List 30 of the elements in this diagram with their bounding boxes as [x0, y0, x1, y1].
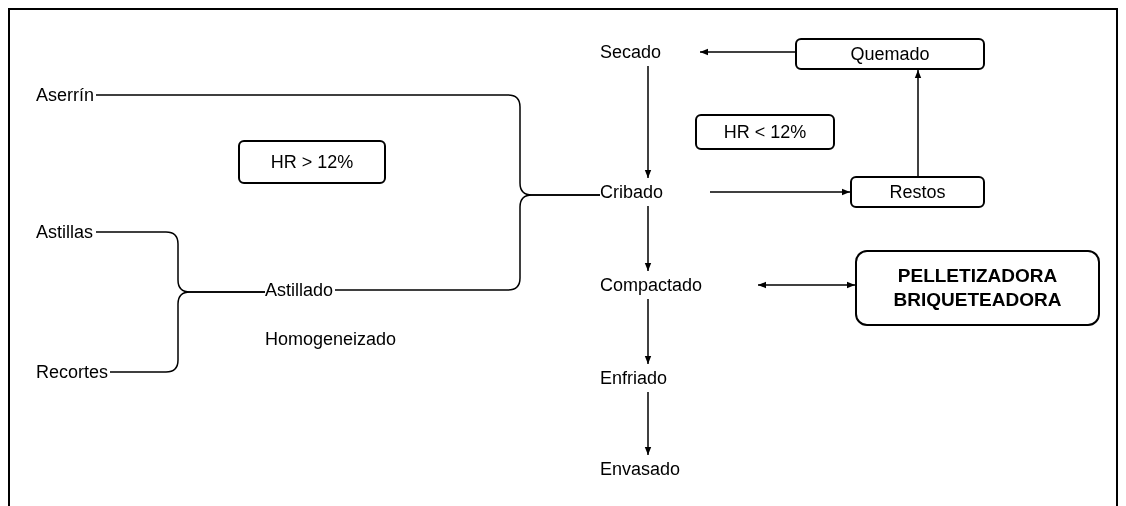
arrow: [709, 188, 851, 196]
step-label: Envasado: [600, 457, 681, 481]
step-label: Compactado: [600, 273, 703, 297]
step-label: Secado: [600, 40, 662, 64]
box-text: PELLETIZADORA BRIQUETEADORA: [892, 264, 1063, 312]
process-box: [695, 114, 835, 150]
process-box: [795, 38, 985, 70]
box-text: HR < 12%: [723, 120, 807, 144]
arrow: [699, 48, 796, 56]
arrow: [644, 205, 652, 272]
step-label: Astillas: [36, 220, 93, 244]
step-label: Recortes: [36, 360, 109, 384]
process-box: [850, 176, 985, 208]
box-text: Restos: [889, 180, 946, 204]
brace-connector: [334, 194, 601, 291]
arrow: [644, 391, 652, 456]
step-label: Cribado: [600, 180, 664, 204]
step-label: Homogeneizado: [265, 327, 397, 351]
brace-connector: [109, 291, 266, 373]
process-box: [238, 140, 386, 184]
box-text: HR > 12%: [270, 150, 354, 174]
step-label: Enfriado: [600, 366, 668, 390]
arrow: [644, 298, 652, 365]
step-label: Astillado: [265, 278, 334, 302]
arrow: [757, 281, 856, 289]
machine-box: [855, 250, 1100, 326]
arrow: [914, 69, 922, 177]
arrow: [644, 65, 652, 179]
box-text: Quemado: [850, 42, 930, 66]
step-label: Aserrín: [36, 83, 95, 107]
